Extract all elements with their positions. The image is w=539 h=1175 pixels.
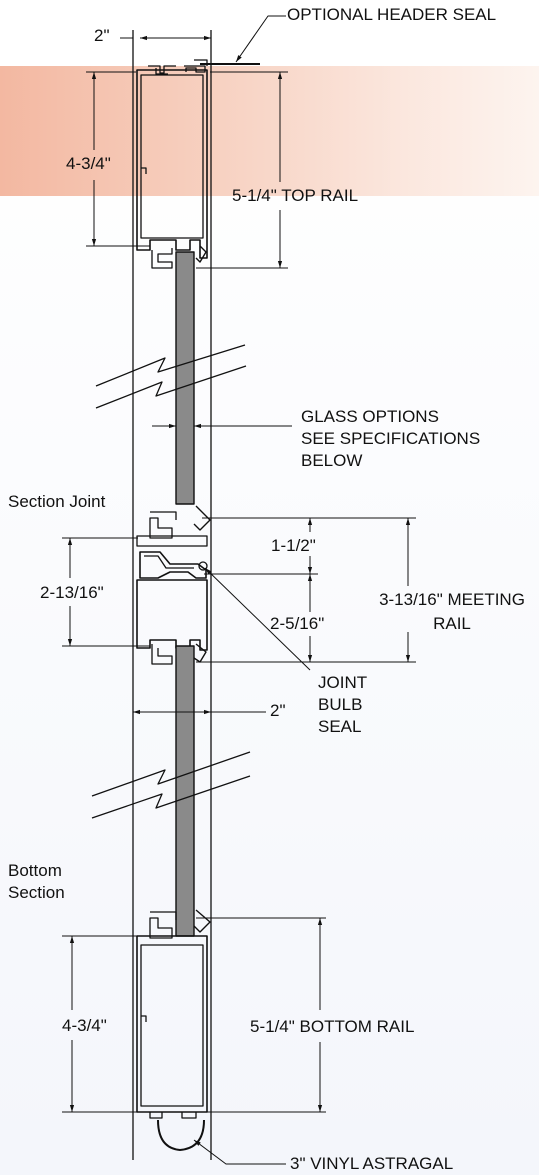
joint-upper-dimension: 1-1/2" [271,536,316,555]
glass-panel-upper [175,251,195,505]
joint-lower-dimension: 2-5/16" [270,614,325,633]
top-rail-label: 5-1/4" TOP RAIL [232,186,359,205]
break-line-lower [91,751,251,819]
bottom-rail-height-dimension: 4-3/4" [62,1016,107,1035]
top-width-dimension: 2" [94,26,110,45]
astragal-label: 3" VINYL ASTRAGAL [290,1154,454,1173]
dimension-lines [62,15,416,1165]
meeting-rail-height-dimension: 2-13/16" [40,583,104,602]
section-joint-label: Section Joint [8,492,106,511]
top-rail-height-dimension: 4-3/4" [66,154,111,173]
bottom-rail-label: 5-1/4" BOTTOM RAIL [250,1017,415,1036]
bottom-rail-profile [136,909,211,1151]
panel-face-lines [132,30,212,1160]
break-line-upper [95,344,247,409]
meeting-rail-label: 3-13/16" MEETING RAIL [379,590,525,633]
joint-bulb-seal-label: JOINT BULB SEAL [318,673,368,736]
mid-width-dimension: 2" [270,701,286,720]
top-rail-profile [136,59,260,269]
meeting-rail-profile [136,505,211,665]
glass-options-label: GLASS OPTIONS SEE SPECIFICATIONS BELOW [301,407,481,470]
top-rail-highlight-band [0,66,539,196]
glass-panel-lower [175,645,195,937]
header-seal-label: OPTIONAL HEADER SEAL [287,5,497,24]
bottom-section-label: Bottom Section [8,861,65,902]
